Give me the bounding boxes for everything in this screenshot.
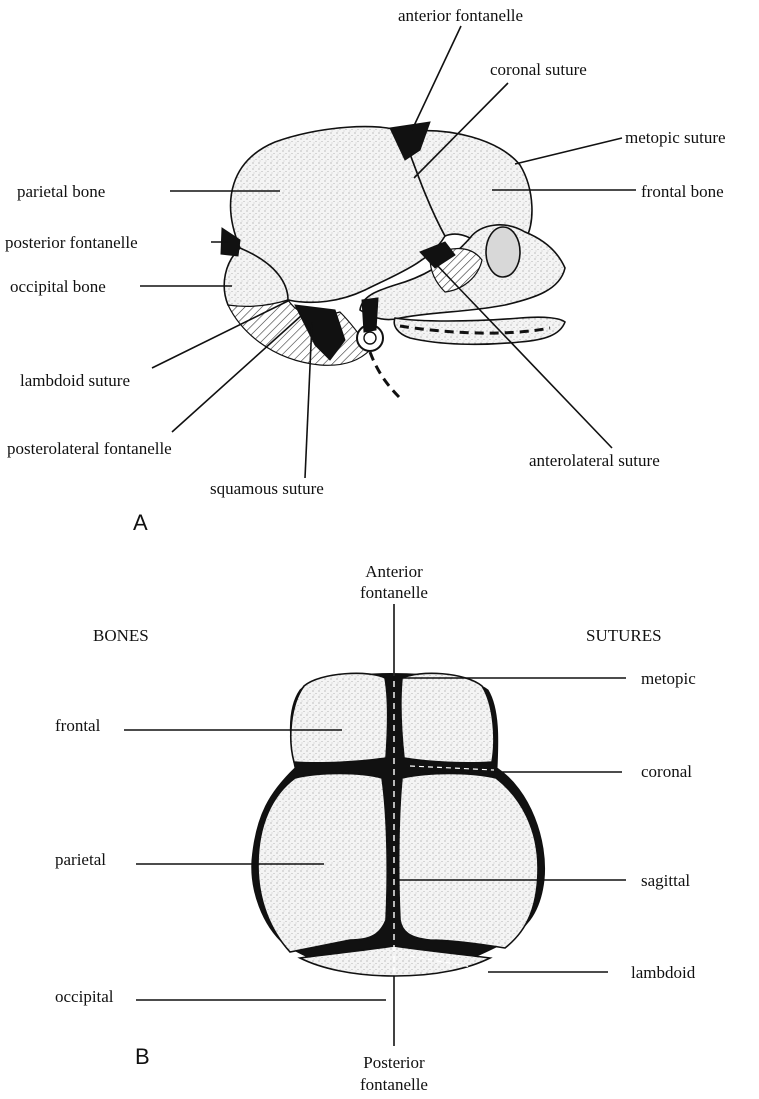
label-occipital-bone: occipital bone xyxy=(10,277,106,296)
panel-a: anterior fontanelle coronal suture metop… xyxy=(5,6,726,535)
label-metopic: metopic xyxy=(641,669,696,688)
panel-a-letter: A xyxy=(133,510,148,535)
orbit-shape xyxy=(486,227,520,277)
label-anterior-fontanelle-line2: fontanelle xyxy=(360,583,428,602)
label-lambdoid: lambdoid xyxy=(631,963,696,982)
label-sutures-heading: SUTURES xyxy=(586,626,662,645)
label-parietal: parietal xyxy=(55,850,106,869)
label-occipital: occipital xyxy=(55,987,114,1006)
label-metopic-suture: metopic suture xyxy=(625,128,726,147)
label-posterior-fontanelle-line1: Posterior xyxy=(363,1053,425,1072)
leader-anterior-fontanelle xyxy=(412,26,461,130)
label-sagittal: sagittal xyxy=(641,871,690,890)
label-anterior-fontanelle: anterior fontanelle xyxy=(398,6,523,25)
label-lambdoid-suture: lambdoid suture xyxy=(20,371,130,390)
leader-posterolateral-fontanelle xyxy=(172,315,302,432)
label-coronal-suture: coronal suture xyxy=(490,60,587,79)
frontal-bone-left-shape xyxy=(291,673,388,762)
label-bones-heading: BONES xyxy=(93,626,149,645)
label-parietal-bone: parietal bone xyxy=(17,182,105,201)
label-posterior-fontanelle-line2: fontanelle xyxy=(360,1075,428,1094)
label-posterior-fontanelle: posterior fontanelle xyxy=(5,233,138,252)
label-frontal: frontal xyxy=(55,716,101,735)
label-frontal-bone: frontal bone xyxy=(641,182,724,201)
squamous-suture-black xyxy=(362,298,378,332)
leader-metopic-suture xyxy=(515,138,622,164)
label-squamous-suture: squamous suture xyxy=(210,479,324,498)
label-posterolateral-fontanelle: posterolateral fontanelle xyxy=(7,439,172,458)
panel-b-letter: B xyxy=(135,1044,150,1069)
ear-inner-shape xyxy=(364,332,376,344)
label-coronal: coronal xyxy=(641,762,692,781)
label-anterior-fontanelle-line1: Anterior xyxy=(365,562,423,581)
frontal-bone-right-shape xyxy=(401,673,494,762)
panel-b: BONES SUTURES Anterior fontanelle Poster… xyxy=(55,562,696,1094)
parietal-bone-right-shape xyxy=(399,774,538,949)
label-anterolateral-suture: anterolateral suture xyxy=(529,451,660,470)
neck-dashed-line xyxy=(370,352,400,398)
parietal-bone-left-shape xyxy=(258,774,387,953)
